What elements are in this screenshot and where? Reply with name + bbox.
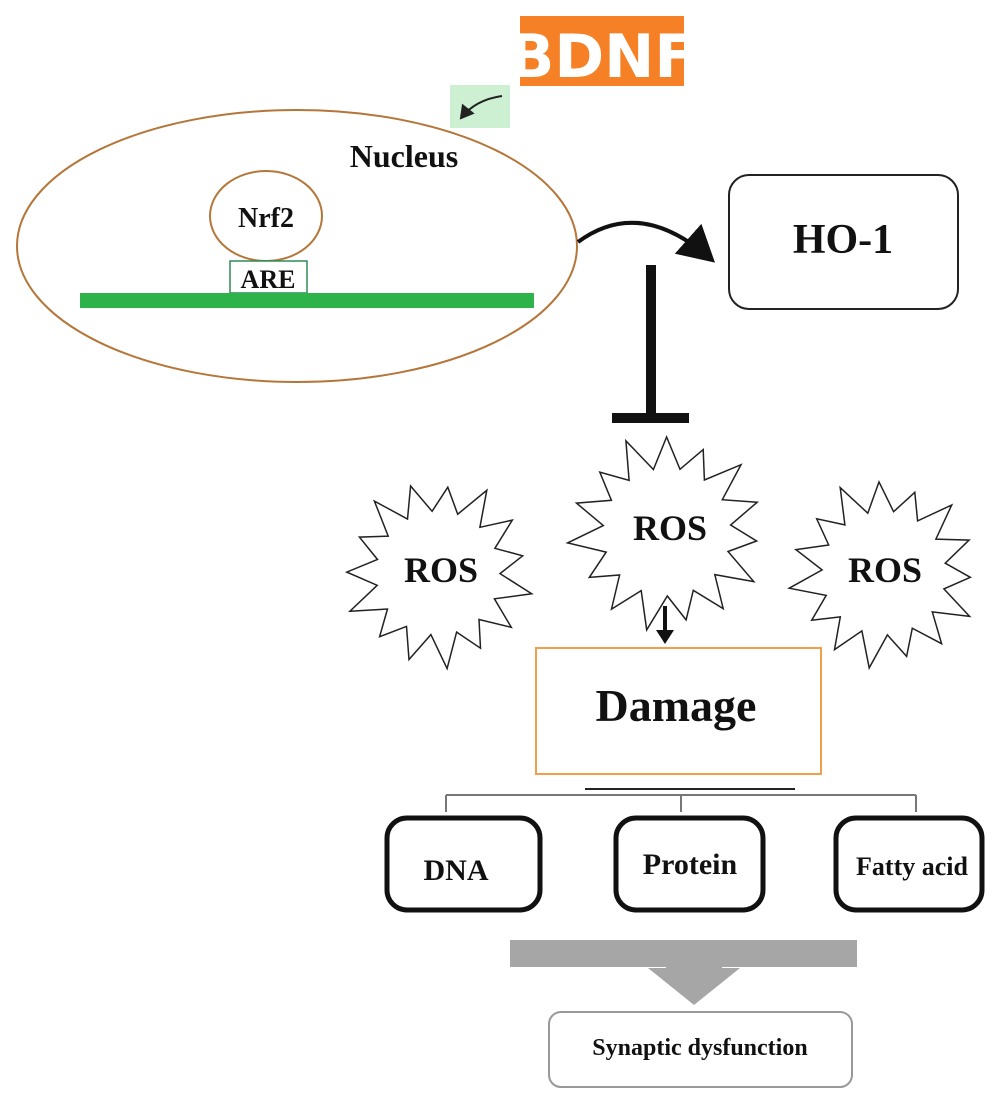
ros-burst-center — [565, 435, 760, 633]
ros-center-label: ROS — [633, 508, 707, 548]
ros-burst-right — [787, 479, 972, 671]
synaptic-dysfunction-box — [548, 1011, 853, 1088]
protein-box — [613, 815, 766, 913]
ros-left-label: ROS — [404, 550, 478, 590]
targets-to-outcome-arrow — [510, 940, 857, 1005]
dna-label: DNA — [424, 854, 489, 887]
ho1-label: HO-1 — [793, 217, 893, 263]
bdnf-to-nucleus-arrow — [459, 95, 503, 120]
ho1-box — [728, 174, 959, 310]
ros-to-damage-head — [656, 630, 674, 644]
ros-burst-left — [344, 484, 534, 671]
nucleus-to-ho1-arrow — [576, 220, 715, 263]
fatty-acid-box — [833, 815, 985, 913]
bdnf-arrow-box — [450, 85, 510, 128]
bdnf-label: BDNF — [509, 22, 696, 92]
bdnf-badge — [520, 16, 684, 86]
fatty-acid-label: Fatty acid — [856, 852, 968, 881]
nucleus-ellipse — [16, 109, 578, 383]
ros-right-label: ROS — [848, 550, 922, 590]
nrf2-label: Nrf2 — [238, 203, 294, 234]
damage-label: Damage — [596, 680, 757, 731]
damage-box — [535, 647, 822, 775]
dna-box — [384, 815, 543, 913]
protein-label: Protein — [643, 848, 738, 881]
are-label: ARE — [241, 265, 296, 294]
synaptic-dysfunction-label: Synaptic dysfunction — [592, 1035, 807, 1061]
dna-strand — [80, 293, 534, 308]
nucleus-label: Nucleus — [350, 138, 458, 174]
